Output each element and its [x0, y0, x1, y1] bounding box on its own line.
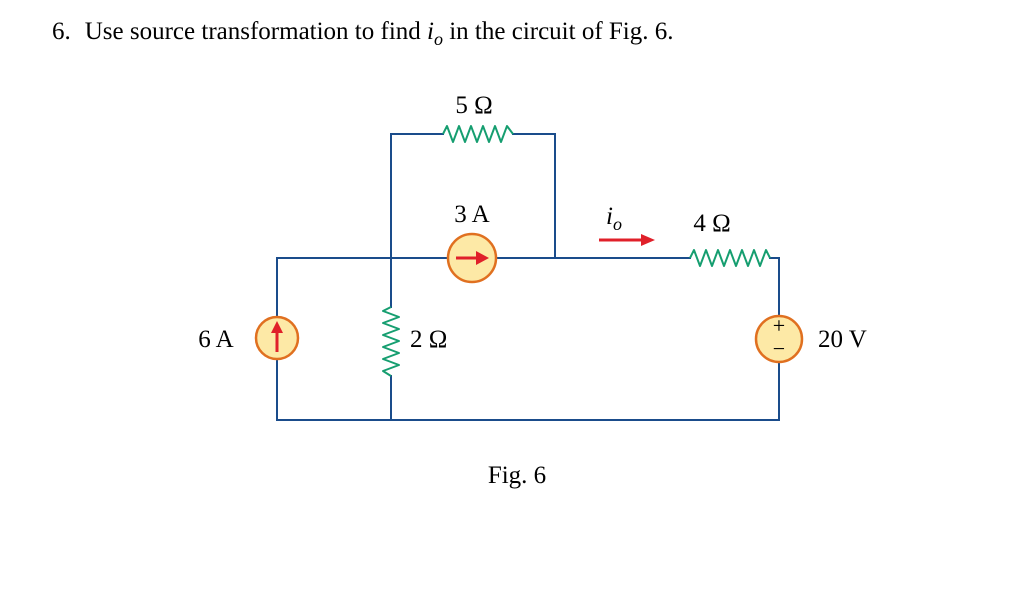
- voltage-minus-sign: −: [773, 336, 785, 361]
- current-arrow-icon: [599, 234, 655, 246]
- resistor-5-ohm: [442, 125, 514, 143]
- label-5-ohm: 5 Ω: [455, 92, 492, 119]
- label-io-subscript: o: [613, 214, 622, 234]
- current-source-up-icon: [254, 315, 300, 361]
- voltage-source-icon: + −: [754, 313, 804, 364]
- problem-variable: io: [427, 18, 443, 49]
- problem-variable-symbol: i: [427, 18, 434, 45]
- problem-statement: 6. Use source transformation to find io i…: [52, 18, 674, 50]
- label-4-ohm: 4 Ω: [693, 210, 730, 237]
- label-20v: 20 V: [818, 326, 867, 353]
- resistor-4-ohm: [689, 249, 771, 267]
- wire-main-right: [769, 257, 780, 317]
- wires: [276, 133, 780, 421]
- figure-caption: Fig. 6: [488, 462, 546, 489]
- label-io-symbol: i: [606, 203, 613, 230]
- wire-bottom: [276, 357, 780, 421]
- label-3a: 3 A: [454, 201, 489, 228]
- wire-main-left: [276, 257, 449, 319]
- current-source-right-icon: [446, 232, 498, 284]
- voltage-plus-sign: +: [773, 313, 785, 338]
- problem-variable-subscript: o: [433, 28, 443, 49]
- problem-text-before: Use source transformation to find: [84, 18, 421, 45]
- label-io: io: [606, 203, 622, 234]
- wire-top-loop-right: [512, 133, 556, 259]
- problem-number: 6.: [52, 18, 71, 45]
- label-6a: 6 A: [198, 326, 233, 353]
- wire-top-loop-left: [390, 133, 444, 308]
- resistor-2-ohm: [382, 306, 400, 377]
- label-2-ohm: 2 Ω: [410, 326, 447, 353]
- problem-text-after: in the circuit of Fig. 6.: [449, 18, 674, 45]
